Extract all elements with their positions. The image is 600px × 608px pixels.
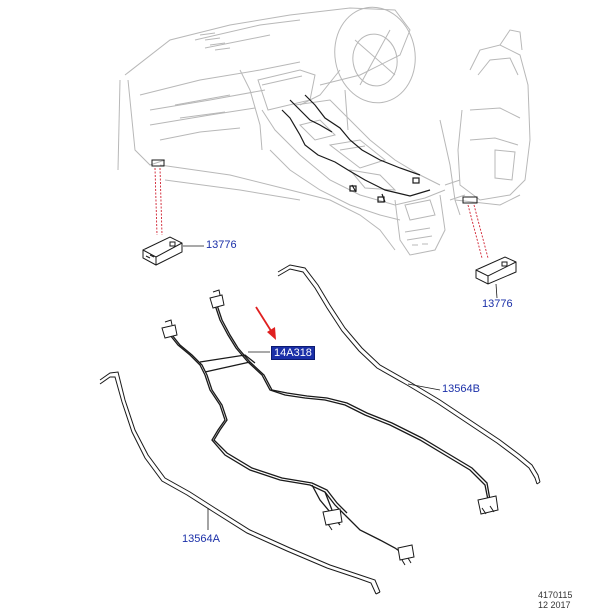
callout-13776-right: 13776 <box>482 298 513 310</box>
callout-leader-13564b <box>407 383 441 391</box>
vehicle-interior-outline <box>117 6 531 256</box>
tube-13564b <box>277 264 541 485</box>
callout-13564b: 13564B <box>442 383 480 395</box>
reference-date: 12 2017 <box>538 601 571 608</box>
callout-14a318-highlighted: 14A318 <box>271 346 315 360</box>
red-pointer-arrow <box>255 306 276 340</box>
module-location-marks <box>151 159 478 204</box>
callout-leader-13776-right <box>495 283 498 299</box>
callout-13564a: 13564A <box>182 533 220 545</box>
location-leader-lines <box>154 167 489 259</box>
tube-13564a <box>99 371 381 595</box>
module-13776-left <box>142 236 183 266</box>
harness-connectors <box>161 289 499 566</box>
reference-number: 4170115 <box>538 590 573 600</box>
callout-13776-left: 13776 <box>206 239 237 251</box>
module-13776-right <box>475 256 517 285</box>
installed-harness-outline <box>281 94 431 203</box>
